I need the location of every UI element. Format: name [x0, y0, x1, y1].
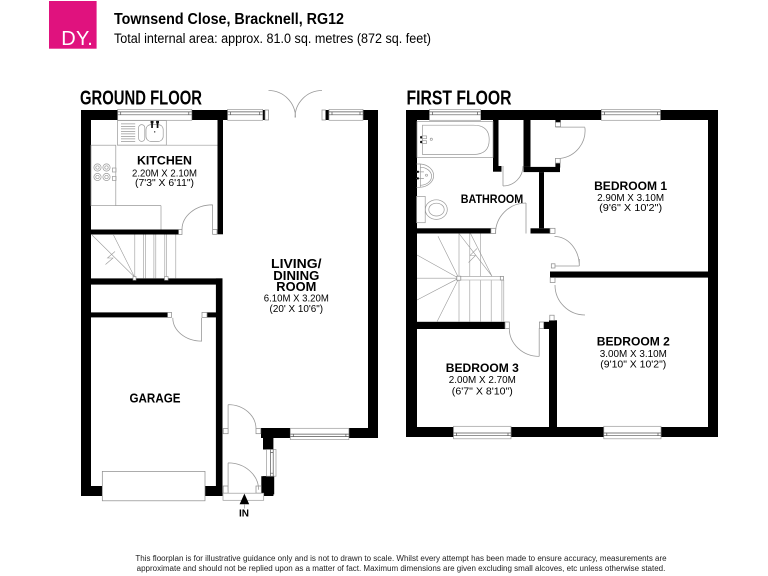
svg-text:FIRST FLOOR: FIRST FLOOR — [407, 88, 512, 110]
svg-text:2.90M X 3.10M: 2.90M X 3.10M — [597, 192, 664, 204]
svg-text:2.20M X 2.10M: 2.20M X 2.10M — [132, 168, 197, 180]
svg-text:approximate and should not be: approximate and should not be replied up… — [137, 564, 666, 573]
svg-text:2.00M X 2.70M: 2.00M X 2.70M — [449, 374, 516, 386]
svg-text:DINING: DINING — [273, 269, 319, 283]
svg-text:Total internal area: approx. 8: Total internal area: approx. 81.0 sq. me… — [114, 31, 431, 46]
svg-text:This floorplan is for illustra: This floorplan is for illustrative guida… — [135, 554, 667, 563]
svg-text:6.10M X 3.20M: 6.10M X 3.20M — [264, 293, 329, 305]
svg-text:GROUND FLOOR: GROUND FLOOR — [80, 88, 202, 110]
svg-text:BATHROOM: BATHROOM — [461, 194, 524, 206]
svg-text:KITCHEN: KITCHEN — [137, 154, 192, 168]
svg-text:IN: IN — [239, 509, 249, 520]
svg-text:GARAGE: GARAGE — [130, 392, 181, 406]
svg-text:BEDROOM 3: BEDROOM 3 — [446, 361, 519, 375]
svg-text:(20' X 10'6"): (20' X 10'6") — [270, 303, 324, 315]
svg-text:3.00M X 3.10M: 3.00M X 3.10M — [600, 348, 667, 360]
svg-text:(9'6" X 10'2"): (9'6" X 10'2") — [599, 202, 662, 214]
svg-text:Townsend Close, Bracknell, RG1: Townsend Close, Bracknell, RG12 — [114, 11, 344, 28]
svg-text:DY.: DY. — [61, 28, 93, 50]
svg-text:ROOM: ROOM — [276, 280, 316, 294]
svg-text:(7'3" X 6'11"): (7'3" X 6'11") — [135, 177, 194, 189]
svg-text:LIVING/: LIVING/ — [271, 257, 322, 271]
svg-text:BEDROOM 1: BEDROOM 1 — [594, 179, 667, 193]
svg-text:BEDROOM 2: BEDROOM 2 — [597, 335, 670, 349]
svg-text:(9'10" X 10'2"): (9'10" X 10'2") — [600, 359, 666, 371]
svg-text:(6'7" X 8'10"): (6'7" X 8'10") — [452, 385, 513, 397]
